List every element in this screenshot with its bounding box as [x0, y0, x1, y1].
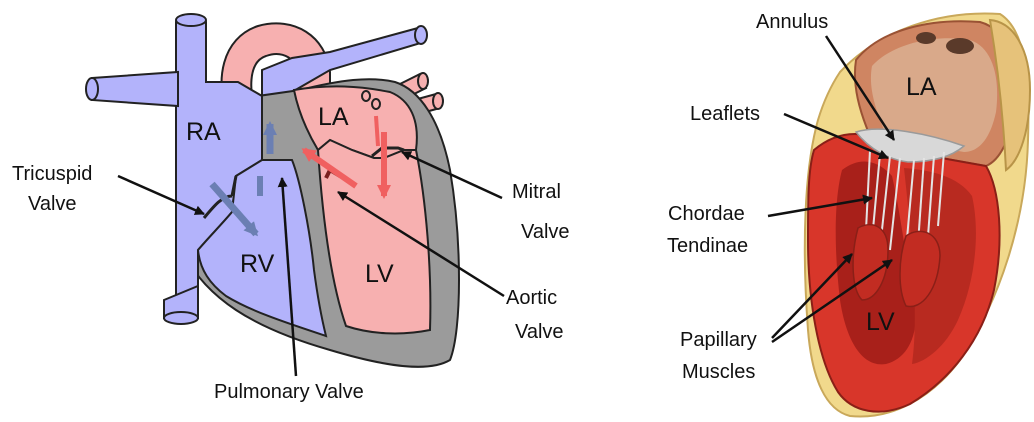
- label-lv-right: LV: [866, 308, 895, 336]
- label-leaflets: Leaflets: [690, 103, 760, 125]
- la-orifice-1: [362, 91, 370, 101]
- label-aortic-2: Valve: [515, 321, 564, 343]
- label-papillary-1: Papillary: [680, 329, 757, 351]
- label-la-left: LA: [318, 103, 349, 131]
- label-pulmonary: Pulmonary Valve: [214, 381, 364, 403]
- la-orifice-2: [372, 99, 380, 109]
- pulmonary-artery-end: [415, 26, 427, 44]
- label-chordae-1: Chordae: [668, 203, 745, 225]
- la-orifice-b: [916, 32, 936, 44]
- label-la-right: LA: [906, 73, 937, 101]
- vein-left: [92, 72, 178, 106]
- inferior-vena-cava-end: [164, 312, 198, 324]
- flow-arrow-la: [376, 116, 378, 146]
- schematic-heart: [86, 14, 459, 367]
- label-tricuspid-2: Valve: [28, 193, 77, 215]
- superior-vena-cava: [176, 14, 206, 26]
- label-chordae-2: Tendinae: [667, 235, 748, 257]
- la-orifice-a: [946, 38, 974, 54]
- label-papillary-2: Muscles: [682, 361, 755, 383]
- label-rv: RV: [240, 250, 275, 278]
- label-mitral-2: Valve: [521, 221, 570, 243]
- label-lv-left: LV: [365, 260, 394, 288]
- label-ra: RA: [186, 118, 221, 146]
- label-annulus: Annulus: [756, 11, 828, 33]
- label-aortic-1: Aortic: [506, 287, 557, 309]
- label-mitral-1: Mitral: [512, 181, 561, 203]
- vein-left-end: [86, 78, 98, 100]
- label-tricuspid-1: Tricuspid: [12, 163, 92, 185]
